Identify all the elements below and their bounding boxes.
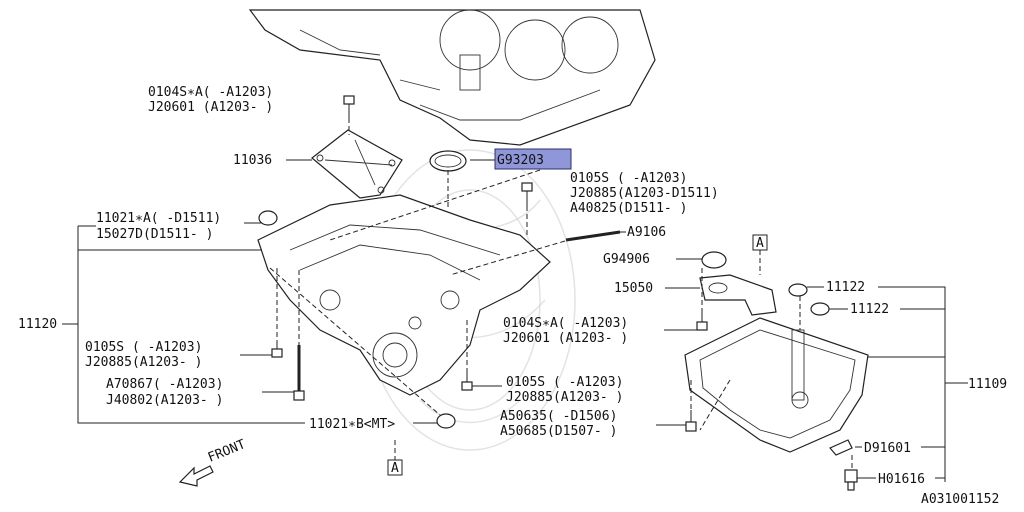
gasket-d91601 bbox=[829, 439, 853, 456]
label-a50635[interactable]: A50635( -D1506) bbox=[500, 409, 617, 424]
o-ring-g94906 bbox=[701, 251, 727, 269]
ref-a-bottom-label: A bbox=[391, 461, 399, 476]
label-h01616[interactable]: H01616 bbox=[878, 472, 925, 487]
label-11122-b[interactable]: 11122 bbox=[850, 302, 889, 317]
label-g94906[interactable]: G94906 bbox=[603, 252, 650, 267]
label-0104s-a[interactable]: 0104S∗A( -A1203) bbox=[148, 85, 273, 100]
bolt-0105s-left bbox=[271, 340, 283, 358]
oil-strainer-15050 bbox=[699, 274, 777, 316]
label-0105s-c[interactable]: 0105S ( -A1203) bbox=[506, 375, 623, 390]
assembly-lines bbox=[269, 118, 853, 470]
label-j20885-c[interactable]: J20885(A1203- ) bbox=[506, 390, 623, 405]
bolt-0104s-top bbox=[343, 95, 355, 118]
gasket-11122-b bbox=[810, 302, 830, 316]
label-j20885-b[interactable]: J20885(A1203- ) bbox=[85, 355, 202, 370]
plug-11021b bbox=[436, 413, 456, 429]
label-0104s-b[interactable]: 0104S∗A( -A1203) bbox=[503, 316, 628, 331]
drain-plug-h01616 bbox=[844, 469, 858, 491]
plate-11036 bbox=[311, 129, 403, 199]
label-15050[interactable]: 15050 bbox=[614, 281, 653, 296]
label-j20885-a[interactable]: J20885(A1203-D1511) bbox=[570, 186, 719, 201]
plug-11021a bbox=[258, 210, 278, 226]
label-0105s-b[interactable]: 0105S ( -A1203) bbox=[85, 340, 202, 355]
highlight-box bbox=[494, 148, 572, 170]
bolt-a70867 bbox=[293, 345, 305, 401]
stud-a9106 bbox=[565, 230, 621, 242]
label-a50685[interactable]: A50685(D1507- ) bbox=[500, 424, 617, 439]
label-j20601-b[interactable]: J20601 (A1203- ) bbox=[503, 331, 628, 346]
label-g93203[interactable]: G93203 bbox=[497, 153, 544, 168]
label-11036[interactable]: 11036 bbox=[233, 153, 272, 168]
label-11021b[interactable]: 11021∗B<MT> bbox=[309, 417, 395, 432]
label-11122-a[interactable]: 11122 bbox=[826, 280, 865, 295]
label-j40802[interactable]: J40802(A1203- ) bbox=[106, 393, 223, 408]
front-label: FRONT bbox=[206, 437, 248, 466]
engine-block bbox=[248, 9, 656, 146]
label-11120[interactable]: 11120 bbox=[18, 317, 57, 332]
label-11109[interactable]: 11109 bbox=[968, 377, 1007, 392]
label-diagram-id: A031001152 bbox=[921, 492, 999, 507]
bolt-a50635 bbox=[685, 410, 697, 432]
oil-pan-lower-11109 bbox=[684, 317, 869, 453]
bolt-0104s-right bbox=[696, 312, 708, 331]
ref-box-a-bottom bbox=[387, 459, 403, 476]
front-arrow-icon bbox=[178, 465, 214, 487]
ref-a-top-label: A bbox=[756, 236, 764, 251]
gasket-11122-a bbox=[788, 283, 808, 297]
label-a40825[interactable]: A40825(D1511- ) bbox=[570, 201, 687, 216]
label-a9106[interactable]: A9106 bbox=[627, 225, 666, 240]
label-0105s-a[interactable]: 0105S ( -A1203) bbox=[570, 171, 687, 186]
part-labels: 0104S∗A( -A1203) J20601 (A1203- ) 11036 … bbox=[18, 85, 1007, 507]
label-15027d[interactable]: 15027D(D1511- ) bbox=[96, 227, 213, 242]
bolt-0105s-top bbox=[521, 182, 533, 206]
label-d91601[interactable]: D91601 bbox=[864, 441, 911, 456]
bolt-0105s-mid bbox=[461, 370, 473, 391]
leader-lines bbox=[62, 159, 968, 482]
ref-box-a-top bbox=[752, 234, 768, 251]
label-11021a[interactable]: 11021∗A( -D1511) bbox=[96, 211, 221, 226]
label-a70867[interactable]: A70867( -A1203) bbox=[106, 377, 223, 392]
oil-pan-upper-11120 bbox=[257, 194, 551, 396]
label-j20601-a[interactable]: J20601 (A1203- ) bbox=[148, 100, 273, 115]
